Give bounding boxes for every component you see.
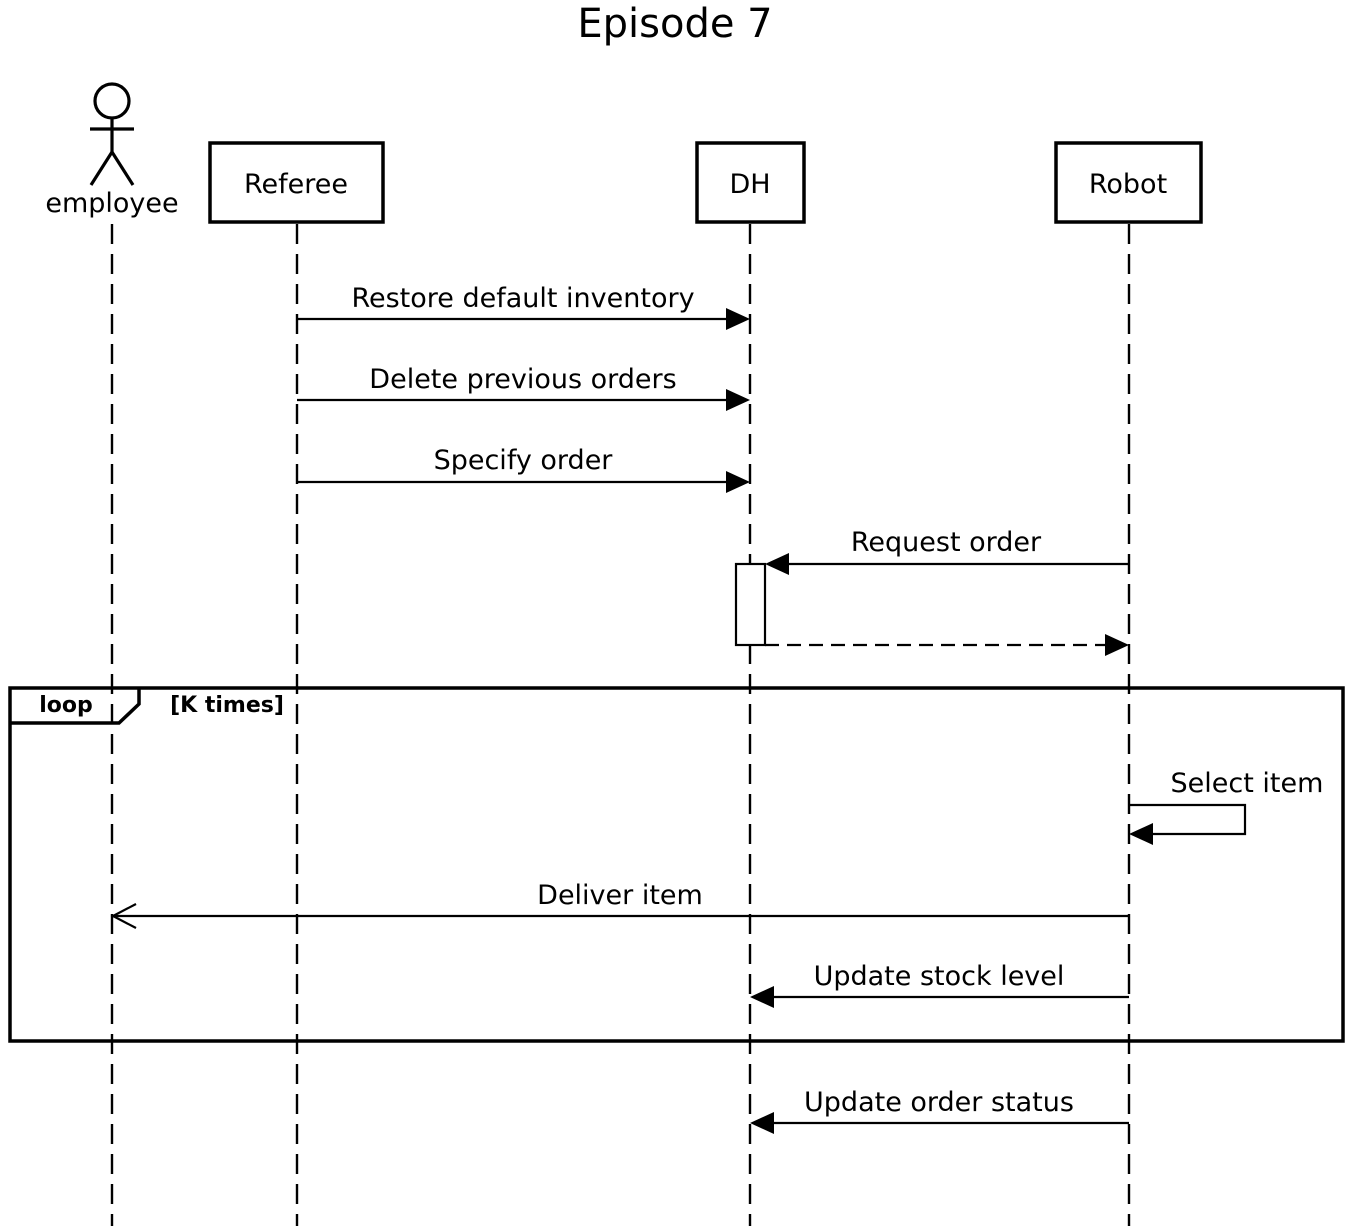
- message-label: Deliver item: [537, 880, 703, 911]
- arrow-head-icon: [726, 308, 750, 330]
- message-request-order: Request order: [765, 527, 1129, 575]
- participant-box-dh: [695, 141, 806, 224]
- participant-box-robot: [1054, 141, 1203, 224]
- participant-label-robot: Robot: [1089, 169, 1167, 200]
- arrow-head-icon: [1105, 634, 1129, 656]
- participant-employee: employee: [45, 82, 179, 219]
- message-label: Update stock level: [814, 961, 1065, 992]
- message-update-stock-level: Update stock level: [750, 961, 1129, 1008]
- participant-robot: Robot: [1054, 141, 1203, 224]
- loop-operator-label: loop: [39, 693, 93, 718]
- message-restore-default-inventory: Restore default inventory: [297, 283, 750, 330]
- loop-guard-label: [K times]: [170, 693, 284, 718]
- message-select-item: Select item: [1129, 768, 1323, 845]
- participant-label-employee: employee: [45, 188, 178, 219]
- message-specify-order: Specify order: [297, 445, 750, 493]
- message-delete-previous-orders: Delete previous orders: [297, 364, 750, 411]
- message-label: Update order status: [804, 1087, 1074, 1118]
- participant-referee: Referee: [208, 141, 385, 224]
- message-reply-order: [765, 634, 1129, 656]
- message-label: Delete previous orders: [369, 364, 676, 395]
- message-label: Specify order: [434, 445, 614, 476]
- message-deliver-item: Deliver item: [110, 880, 1129, 929]
- loop-operator-tab: [10, 688, 141, 725]
- participant-box-referee: [208, 141, 385, 224]
- arrow-head-icon: [750, 986, 774, 1008]
- arrow-head-icon: [726, 389, 750, 411]
- message-update-order-status: Update order status: [750, 1087, 1129, 1134]
- arrow-head-icon: [765, 553, 789, 575]
- arrow-head-icon: [1129, 823, 1153, 845]
- lifelines: [110, 224, 1131, 1226]
- actor-stick-figure-icon: [89, 82, 135, 186]
- message-label: Restore default inventory: [351, 283, 694, 314]
- message-label: Select item: [1171, 768, 1324, 799]
- participant-label-dh: DH: [729, 169, 770, 200]
- loop-frame: [8, 686, 1345, 1043]
- arrow-head-icon: [726, 471, 750, 493]
- loop-fragment: loop [K times]: [8, 686, 1345, 1043]
- activation-bar-dh: [734, 562, 767, 647]
- diagram-title: Episode 7: [577, 1, 772, 47]
- participant-label-referee: Referee: [244, 169, 348, 200]
- arrow-head-icon: [750, 1112, 774, 1134]
- participant-dh: DH: [695, 141, 806, 224]
- message-label: Request order: [851, 527, 1042, 558]
- open-arrow-head-icon: [110, 903, 137, 929]
